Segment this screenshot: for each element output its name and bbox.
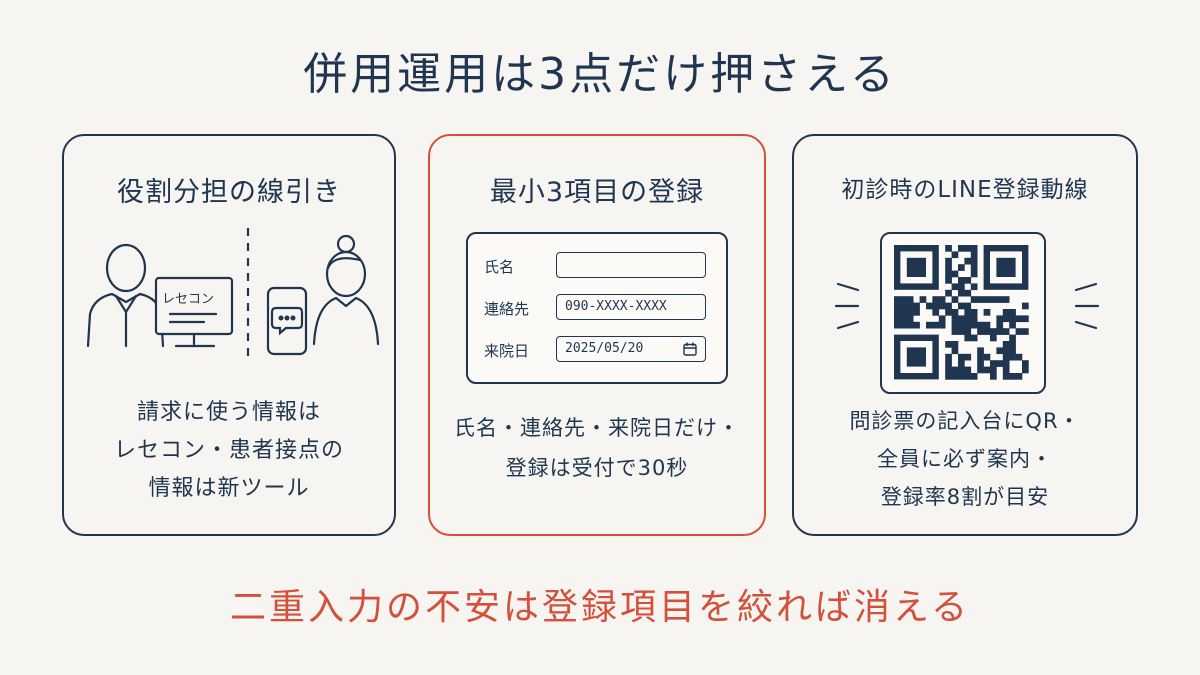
desc-line: 請求に使う情報は	[136, 400, 321, 425]
card-role-division: 役割分担の線引き	[62, 134, 396, 536]
desc-line: 登録率8割が目安	[880, 485, 1050, 509]
name-field[interactable]	[556, 252, 706, 278]
receipt-computer-label: レセコン	[162, 292, 215, 307]
desc-line: 登録は受付で30秒	[505, 456, 689, 480]
desc-line: 全員に必ず案内・	[877, 447, 1053, 471]
role-division-illustration	[86, 228, 380, 358]
staff-person-icon	[86, 243, 165, 348]
footer-message: 二重入力の不安は登録項目を絞れば消える	[230, 587, 970, 628]
contact-field[interactable]: 090-XXXX-XXXX	[556, 294, 706, 320]
visit-date-field[interactable]: 2025/05/20	[556, 336, 706, 362]
smartphone-chat-icon	[266, 286, 308, 356]
qr-code-icon[interactable]	[882, 234, 1044, 392]
card-description: 氏名・連絡先・来院日だけ・ 登録は受付で30秒	[430, 408, 764, 488]
calendar-icon[interactable]	[683, 342, 697, 356]
form-row-contact: 連絡先 090-XXXX-XXXX	[468, 294, 726, 324]
card-description: 問診票の記入台にQR・ 全員に必ず案内・ 登録率8割が目安	[794, 402, 1136, 516]
card-title: 役割分担の線引き	[117, 177, 341, 208]
page-title: 併用運用は3点だけ押さえる	[303, 49, 897, 100]
card-title: 最小3項目の登録	[489, 177, 705, 208]
form-row-visit-date: 来院日 2025/05/20	[468, 336, 726, 366]
desc-line: 氏名・連絡先・来院日だけ・	[454, 416, 740, 440]
field-label: 来院日	[484, 342, 530, 360]
visit-date-value: 2025/05/20	[565, 341, 644, 356]
registration-form: 氏名 連絡先 090-XXXX-XXXX 来院日 2025/05/20	[466, 232, 728, 384]
card-description: 請求に使う情報は レセコン・患者接点の 情報は新ツール	[64, 394, 394, 508]
card-line-registration-flow: 初診時のLINE登録動線 問診票の記入台にQR・ 全員に必ず案内・ 登録率8割が…	[792, 134, 1138, 536]
card-minimum-registration: 最小3項目の登録 氏名 連絡先 090-XXXX-XXXX 来院日 2025/0…	[428, 134, 766, 536]
field-label: 連絡先	[484, 300, 530, 318]
patient-person-icon	[312, 234, 380, 346]
qr-emphasis-lines	[834, 282, 1100, 330]
desc-line: 情報は新ツール	[148, 476, 310, 501]
field-label: 氏名	[484, 258, 515, 276]
card-title: 初診時のLINE登録動線	[841, 177, 1089, 203]
desc-line: 問診票の記入台にQR・	[849, 409, 1081, 433]
desc-line: レセコン・患者接点の	[113, 438, 344, 463]
form-row-name: 氏名	[468, 252, 726, 282]
qr-code-frame	[880, 232, 1046, 394]
computer-monitor-icon	[154, 276, 234, 348]
